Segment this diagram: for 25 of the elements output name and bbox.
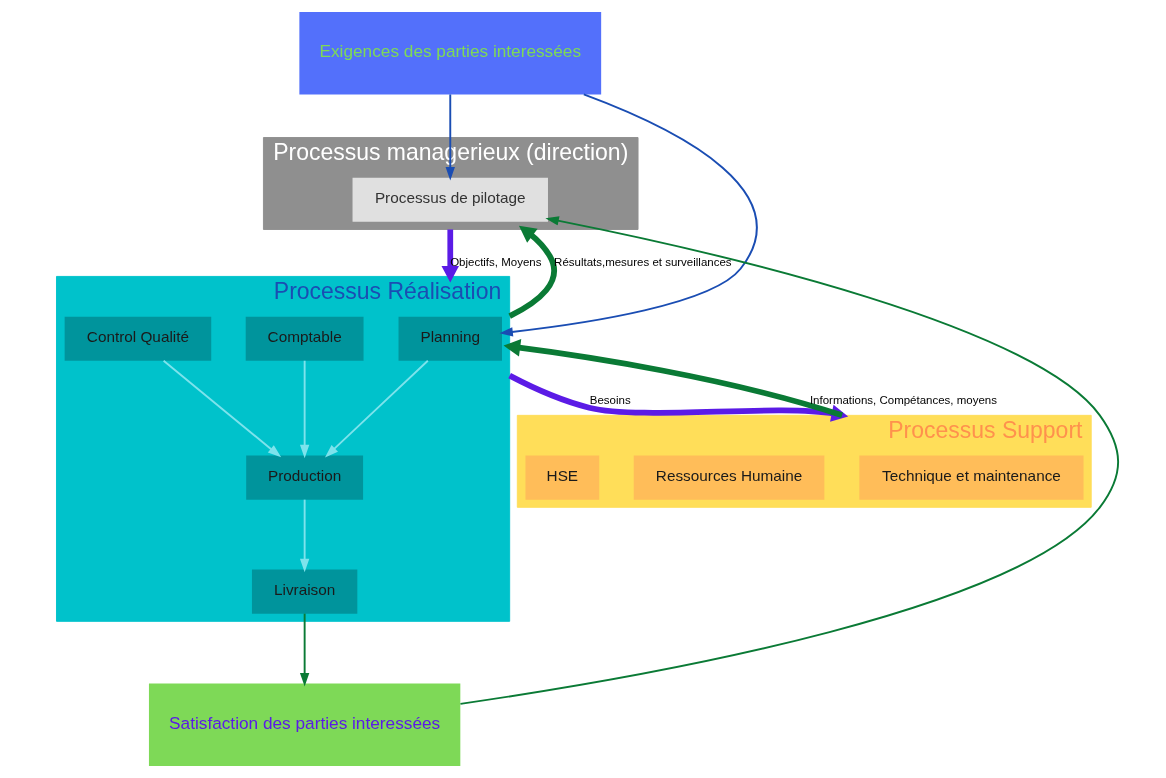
arrow [299, 498, 309, 573]
node-box: HSE [524, 455, 599, 500]
arrow [459, 216, 1119, 705]
arrow [162, 359, 281, 458]
node-box: Planning [398, 316, 502, 361]
node-box: Exigences des parties interessées [298, 12, 601, 95]
arrow [441, 229, 459, 283]
node-box: Satisfaction des parties interessées [148, 683, 460, 766]
edge-label: Besoins [589, 394, 631, 407]
arrow [498, 93, 758, 337]
arrow [324, 359, 429, 458]
node-box: Processus de pilotage [352, 177, 548, 222]
node-box: Production [245, 455, 363, 500]
node-box: Technique et maintenance [858, 455, 1084, 500]
node-box: Comptable [245, 316, 364, 361]
node-box: Ressources Humaine [633, 455, 824, 500]
arrow [507, 225, 557, 319]
arrow [299, 612, 309, 687]
node-box: Control Qualité [64, 316, 211, 361]
edge-label: Résultats,mesures et surveillances [553, 255, 732, 268]
arrow [445, 93, 455, 181]
node-box: Livraison [251, 569, 357, 614]
arrow [503, 339, 843, 419]
arrow [299, 359, 309, 459]
edge-label: Informations, Compétances, moyens [809, 394, 997, 407]
